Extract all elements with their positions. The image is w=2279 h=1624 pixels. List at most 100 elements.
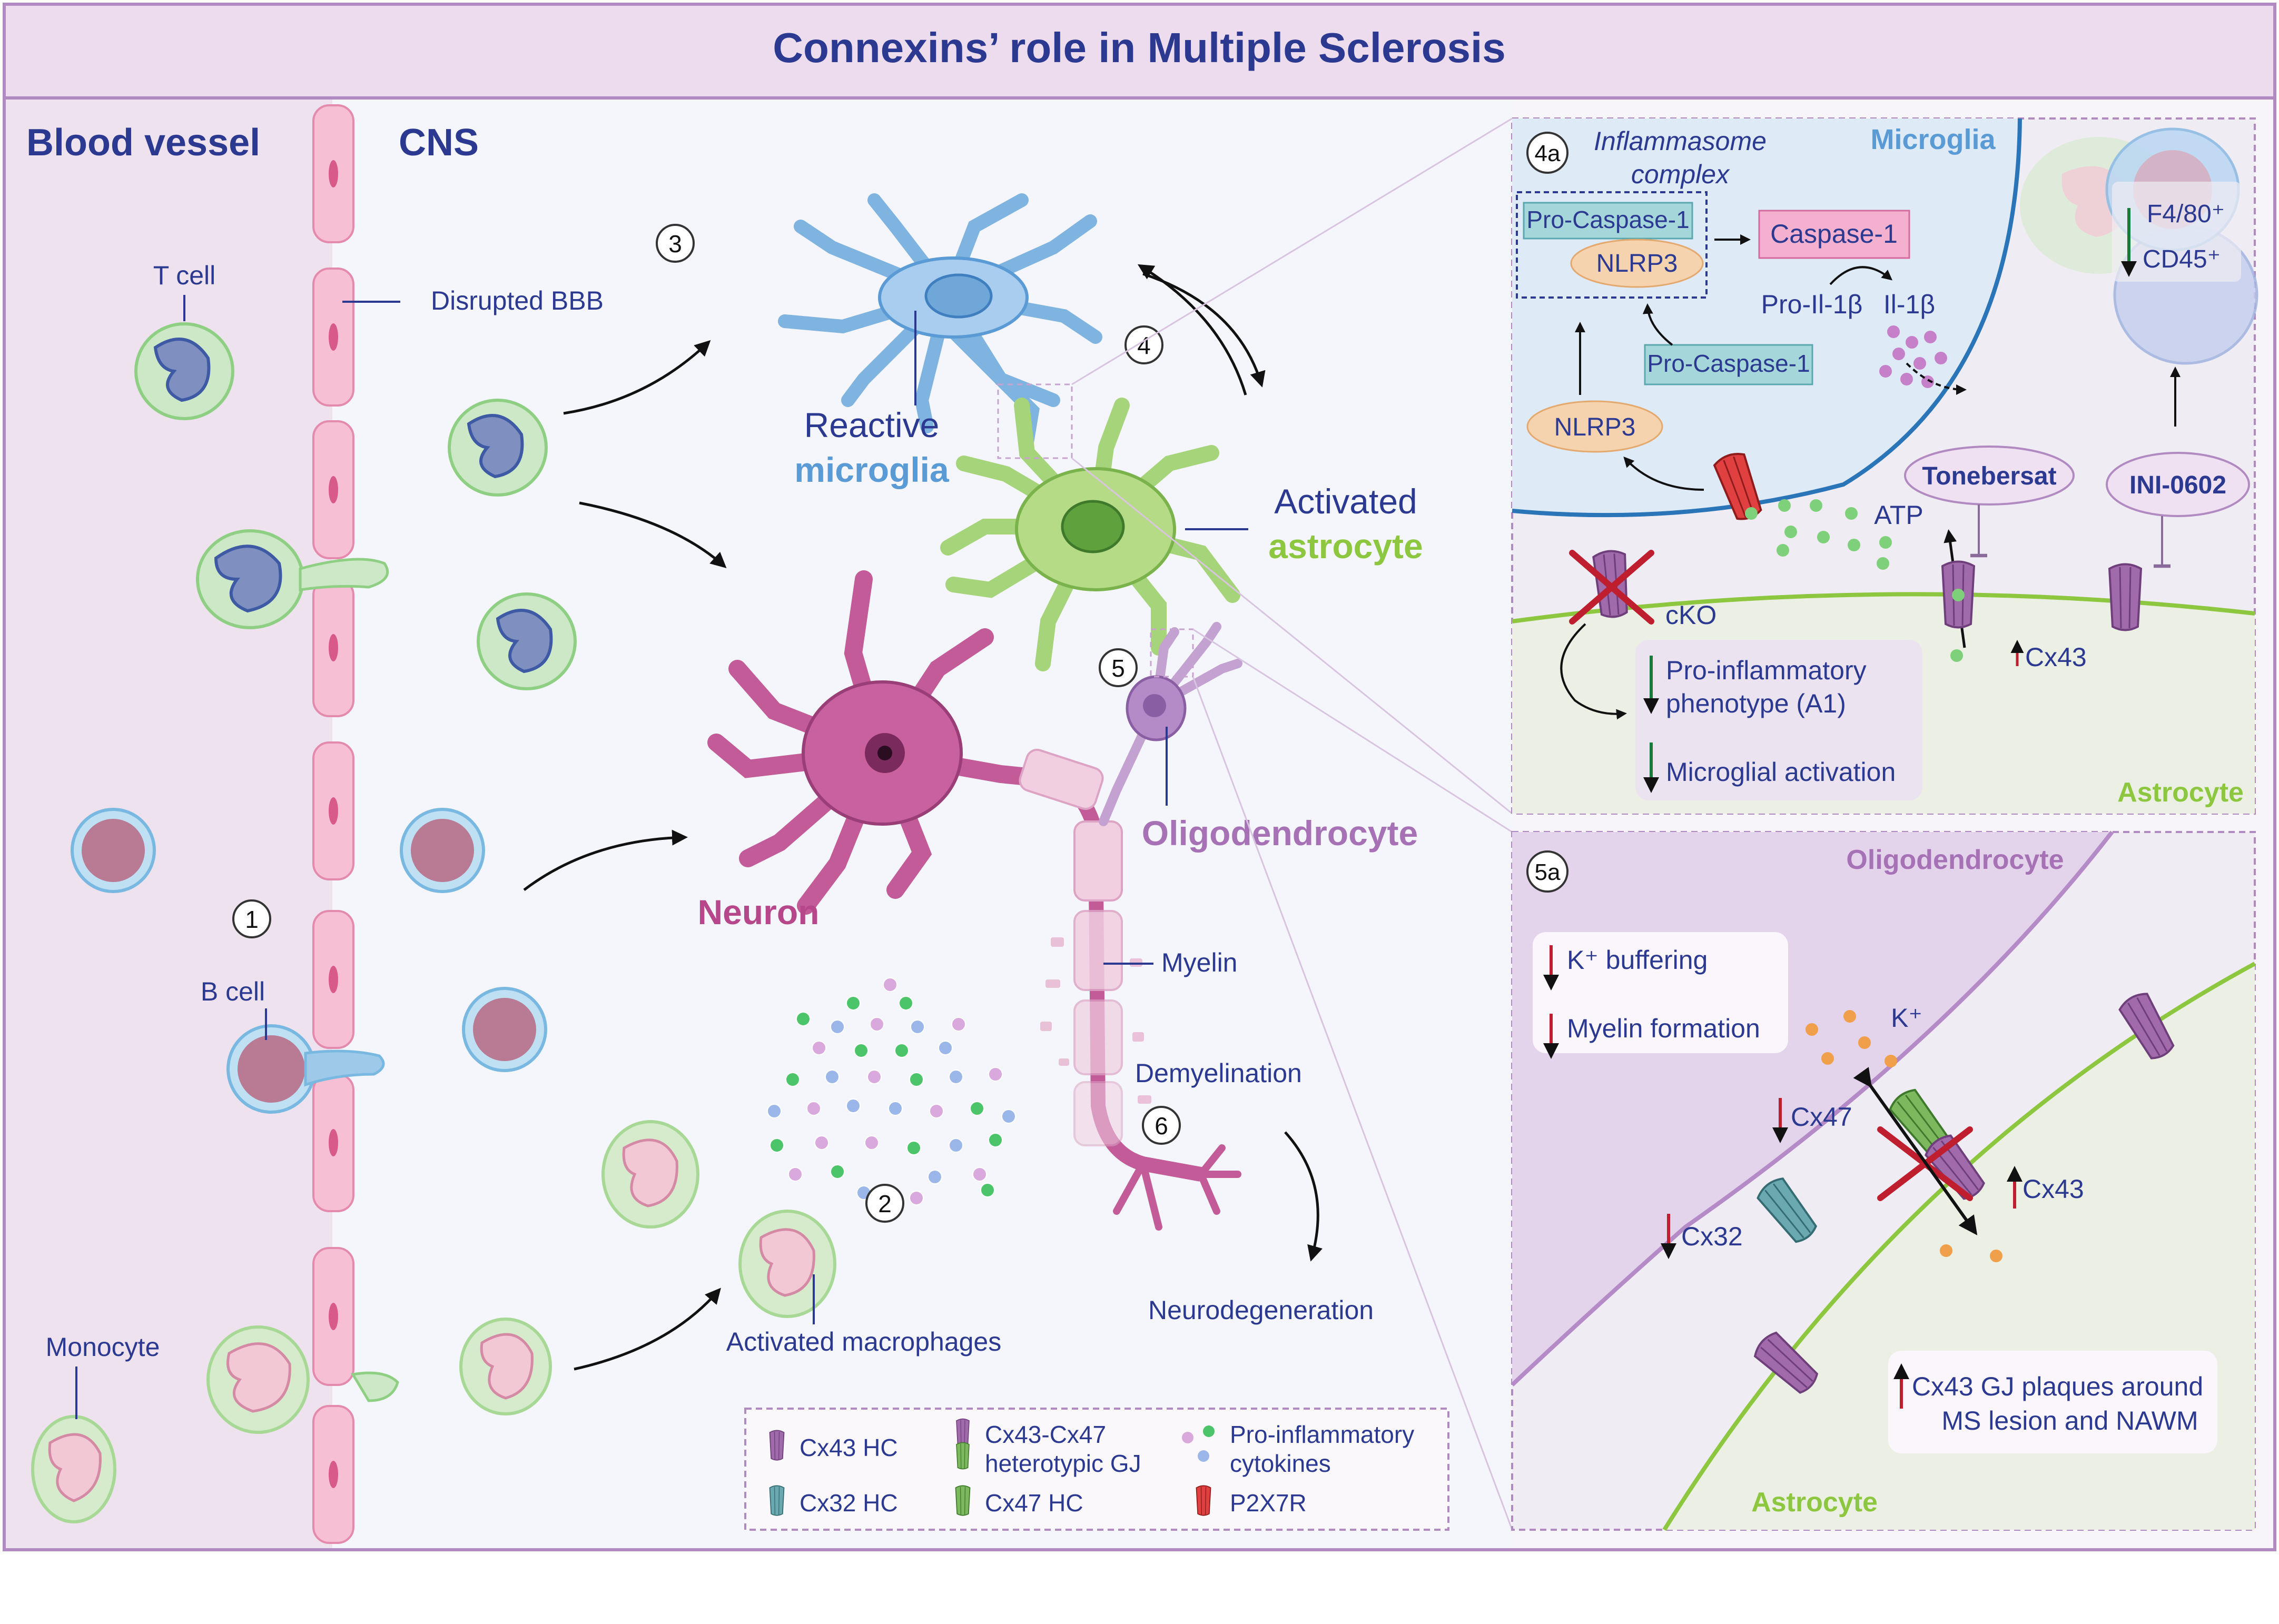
- cytokine-dot: [899, 996, 913, 1011]
- b-cell-1: [71, 808, 156, 893]
- pro-inflammatory-label-1: Pro-inflammatory: [1666, 656, 1867, 685]
- cx32-label: Cx32: [1681, 1222, 1743, 1251]
- nlrp3-label-2: NLRP3: [1554, 413, 1636, 441]
- demyelination-label: Demyelination: [1135, 1058, 1302, 1088]
- b-cell-cns-2: [462, 987, 547, 1072]
- caspase-1-label: Caspase-1: [1770, 219, 1898, 249]
- cytokine-dot: [988, 1067, 1003, 1082]
- legend-cx47-hc-icon: [955, 1485, 971, 1516]
- cytokine-dot: [767, 1104, 782, 1118]
- panel-5a-oligodendrocyte-label: Oligodendrocyte: [1846, 845, 2064, 875]
- nlrp3-inflammasome-label: NLRP3: [1596, 250, 1678, 278]
- cytokine-dot: [796, 1012, 811, 1026]
- macrophage-1: [601, 1120, 699, 1229]
- svg-text:4: 4: [1137, 332, 1151, 359]
- cytokine-cloud: [767, 977, 1016, 1205]
- plaques-label-2: MS lesion and NAWM: [1941, 1406, 2198, 1435]
- cytokine-dot: [788, 1167, 803, 1182]
- cytokine-dot: [867, 1070, 882, 1084]
- arrow-monocyte-to-macrophage: [574, 1288, 721, 1371]
- zoom-line-5a-bottom: [1192, 676, 1513, 1530]
- nlrp3-ellipse-2: [1526, 400, 1663, 453]
- arrow-tcell-to-microglia: [563, 340, 711, 415]
- cytokine-dot: [894, 1043, 909, 1058]
- atp-channel-dots: [1950, 589, 1965, 662]
- il1b-label: Il-1β: [1883, 290, 1935, 319]
- legend-cx32-hc: Cx32 HC: [800, 1489, 898, 1517]
- blood-vessel-label: Blood vessel: [26, 122, 260, 164]
- caspase-1-box: [1758, 210, 1910, 259]
- legend-cx32-hc-icon: [769, 1485, 785, 1516]
- cytokine-dot: [949, 1138, 963, 1153]
- inflammasome-complex-box: [1516, 191, 1708, 299]
- arrow-astrocyte-to-microglia: [1137, 264, 1247, 395]
- svg-text:4a: 4a: [1535, 141, 1561, 166]
- cytokine-dot: [825, 1070, 840, 1084]
- cytokine-dot: [951, 1017, 966, 1032]
- legend-p2x7r-icon: [1196, 1485, 1211, 1516]
- b-cell-label: B cell: [201, 977, 265, 1006]
- panel-4a-tag: 4a: [1526, 132, 1568, 174]
- t-cell-cns-1: [448, 399, 548, 497]
- monocyte-cns: [459, 1318, 552, 1415]
- t-cell-1: [134, 322, 234, 420]
- cytokine-dot: [830, 1019, 845, 1034]
- step-3-marker: 3: [656, 224, 695, 263]
- t-cell-transmigrating: [196, 529, 389, 629]
- cytokine-dot: [854, 1043, 869, 1058]
- legend-cx43-cx47-line2: heterotypic GJ: [985, 1450, 1141, 1477]
- cytokine-dot: [970, 1101, 984, 1116]
- nlrp3-inflammasome-ellipse: [1570, 239, 1704, 288]
- blood-vessel-region: [6, 100, 332, 1548]
- cytokine-dot: [846, 996, 861, 1011]
- atp-label: ATP: [1874, 500, 1923, 530]
- svg-text:6: 6: [1155, 1112, 1168, 1140]
- oligodendrocyte-cell: [1099, 622, 1242, 826]
- cd45-label: CD45⁺: [2143, 245, 2221, 273]
- cytokine-dot: [888, 1101, 903, 1116]
- step-4-marker: 4: [1124, 325, 1163, 364]
- cytokine-dot: [870, 1017, 884, 1032]
- arrow-p2x7r-to-nlrp3: [1623, 457, 1704, 491]
- t-cell-cns-2: [477, 592, 577, 690]
- arrow-cko-to-effects: [1560, 623, 1627, 720]
- pro-inflammatory-label-2: phenotype (A1): [1666, 689, 1846, 718]
- arrow-bcell-to-neuron: [523, 829, 688, 891]
- legend-cx47-hc: Cx47 HC: [985, 1489, 1083, 1517]
- plaques-box: [1888, 1351, 2217, 1453]
- zoom-line-5a-top: [1192, 628, 1513, 833]
- pro-il1b-label: Pro-Il-1β: [1761, 290, 1863, 319]
- svg-text:1: 1: [245, 906, 259, 933]
- reactive-microglia-label-2: microglia: [794, 450, 950, 489]
- k-ions-oligo: [1806, 1010, 1897, 1067]
- zoom-box-oligodendrocyte: [1150, 628, 1194, 678]
- cytokine-dot: [910, 1019, 925, 1034]
- step-5-marker: 5: [1099, 648, 1138, 687]
- ini0602-badge: [2106, 452, 2250, 517]
- svg-text:5: 5: [1111, 655, 1125, 682]
- activated-astrocyte-label-2: astrocyte: [1268, 527, 1423, 566]
- svg-text:2: 2: [878, 1190, 892, 1217]
- arrow-procaspase-to-complex: [1642, 303, 1673, 346]
- panel-5a-tag: 5a: [1526, 850, 1568, 893]
- arrow-tcell-to-neuron: [579, 501, 727, 568]
- cytokine-dot: [806, 1101, 821, 1116]
- reactive-microglia-label-1: Reactive: [804, 405, 940, 444]
- header-bar: [3, 3, 2276, 100]
- cytokine-dot: [785, 1072, 800, 1087]
- legend: Cx43 HC Cx32 HC Cx43-Cx47 heterotypic GJ…: [744, 1408, 1449, 1531]
- f480-label: F4/80⁺: [2147, 200, 2225, 228]
- b-cell-transmigrating: [226, 1024, 385, 1114]
- cx43-up-label: Cx43: [2025, 642, 2087, 672]
- reactive-microglia-cell: [778, 193, 1102, 449]
- vessel-wall: [312, 104, 354, 1544]
- myelin-label: Myelin: [1161, 948, 1237, 977]
- pro-caspase-1-box-2: [1644, 344, 1813, 385]
- cx47-label: Cx47: [1791, 1102, 1852, 1132]
- k-buffering-label: K⁺ buffering: [1567, 945, 1708, 975]
- monocyte-1: [31, 1415, 116, 1523]
- legend-cx43-cx47-line1: Cx43-Cx47: [985, 1421, 1106, 1448]
- zoom-line-4a-top: [1071, 117, 1513, 385]
- microglial-activation-label: Microglial activation: [1666, 757, 1896, 787]
- cx43-hc-ini0602-target: [2108, 563, 2142, 631]
